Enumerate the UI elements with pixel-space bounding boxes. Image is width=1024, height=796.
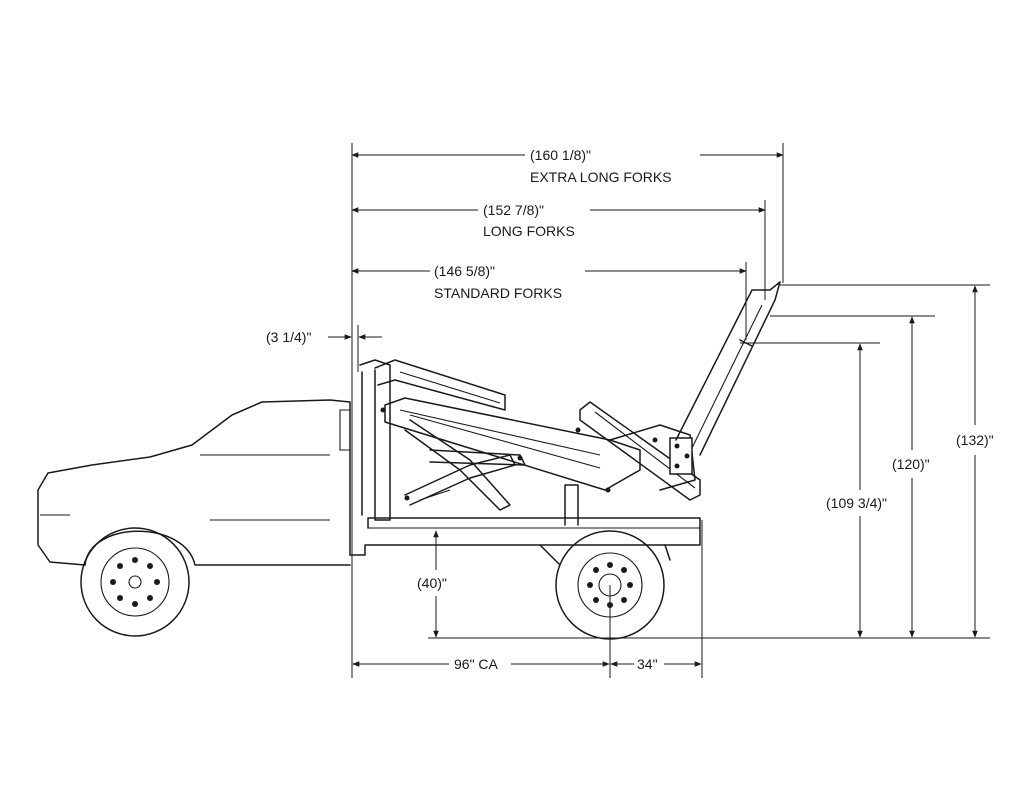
dim-height-109: (109 3/4)" — [826, 343, 887, 638]
extension-lines — [351, 143, 990, 678]
height-109-value: (109 3/4)" — [826, 495, 887, 511]
dim-frame-height: (40)" — [417, 530, 447, 638]
standard-forks-label: STANDARD FORKS — [434, 285, 562, 301]
long-forks-label: LONG FORKS — [483, 223, 575, 239]
truck-cab — [37, 399, 351, 566]
extra-long-forks-value: (160 1/8)" — [530, 147, 591, 163]
front-wheel — [80, 527, 190, 637]
dim-standard-forks: (146 5/8)" STANDARD FORKS — [351, 263, 747, 301]
height-132-value: (132)" — [956, 432, 994, 448]
offset-value: (3 1/4)" — [266, 329, 311, 345]
height-120-value: (120)" — [892, 456, 930, 472]
ca-value: 96" CA — [454, 656, 499, 672]
truck-frame — [349, 517, 701, 566]
dim-long-forks: (152 7/8)" LONG FORKS — [351, 202, 766, 239]
overhang-value: 34" — [637, 656, 658, 672]
dim-extra-long-forks: (160 1/8)" EXTRA LONG FORKS — [351, 147, 784, 185]
lift-mechanism — [359, 281, 781, 526]
dim-overhang: 34" — [610, 656, 702, 672]
dim-height-120: (120)" — [892, 316, 930, 638]
long-forks-value: (152 7/8)" — [483, 202, 544, 218]
dim-offset: (3 1/4)" — [266, 329, 382, 345]
frame-height-value: (40)" — [417, 575, 447, 591]
dim-height-132: (132)" — [956, 285, 994, 638]
extra-long-forks-label: EXTRA LONG FORKS — [530, 169, 672, 185]
dim-ca: 96" CA — [352, 656, 610, 672]
standard-forks-value: (146 5/8)" — [434, 263, 495, 279]
